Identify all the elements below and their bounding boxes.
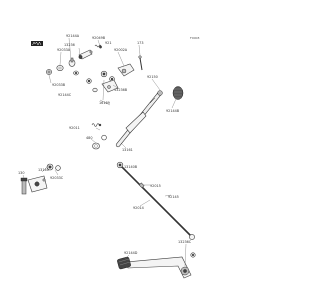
- shaft-knob-top: [172, 86, 184, 100]
- label-130: 130: [18, 171, 24, 175]
- label-13236: 13236: [64, 43, 75, 47]
- label-92011: 92011: [69, 126, 80, 130]
- pivot-block: [27, 175, 48, 193]
- label-92033c: 92033C: [50, 176, 64, 180]
- label-92144b: 92144B: [166, 109, 180, 113]
- collar-left: [73, 70, 79, 76]
- bolt-left: [20, 177, 28, 195]
- label-92145: 92145: [168, 195, 179, 199]
- label-92144a: 92144A: [66, 34, 80, 38]
- label-92150: 92150: [147, 75, 158, 79]
- label-92144c: 92144C: [58, 93, 72, 97]
- label-92014: 92014: [133, 206, 144, 210]
- label-13140: 13140: [38, 168, 49, 172]
- label-173: 173: [137, 41, 143, 45]
- label-92144d: 92144D: [124, 251, 138, 255]
- label-13140b: 13140B: [124, 165, 138, 169]
- diagram-ref-code: F0008: [190, 36, 199, 40]
- part-labels: 92144A 13236 92033A 92049B 921 173 92002…: [18, 34, 192, 255]
- label-921: 921: [105, 41, 111, 45]
- cam-plate: [117, 63, 135, 77]
- tie-rod: [116, 161, 195, 240]
- pin-upper-right: [138, 55, 143, 71]
- label-13236c: 13236C: [178, 240, 192, 244]
- label-13161: 13161: [122, 148, 133, 152]
- shift-pedal-arm: [125, 256, 192, 279]
- lever-upper: [78, 49, 93, 60]
- pedal-rubber: [117, 256, 131, 270]
- label-92033b: 92033B: [52, 83, 66, 87]
- leader-lines: [22, 37, 187, 267]
- roller-set: [100, 70, 115, 82]
- label-16169: 16169: [99, 101, 110, 105]
- oil-seal: [92, 142, 100, 150]
- circlip-mid: [101, 134, 107, 141]
- bolt-upper: [68, 57, 76, 67]
- small-nut-left: [86, 78, 92, 84]
- spring-upper: [94, 44, 102, 49]
- small-washer-left: [92, 87, 98, 93]
- label-92049b: 92049B: [92, 36, 106, 40]
- label-92015: 92015: [150, 184, 161, 188]
- ball-joint-left: [46, 163, 61, 171]
- label-480: 480: [86, 136, 92, 140]
- label-92033a: 92033A: [57, 48, 71, 52]
- pedal-pivot-bolt: [190, 252, 196, 258]
- kawasaki-logo: [31, 41, 43, 46]
- spring-mid: [91, 123, 102, 127]
- nut-upper-left: [46, 69, 52, 75]
- washer-upper: [56, 65, 64, 71]
- shift-shaft: [115, 90, 163, 148]
- rod-nut: [138, 182, 145, 189]
- ratchet-plate: [101, 79, 119, 93]
- exploded-parts-diagram: F0008: [18, 34, 199, 279]
- label-92002a: 92002A: [114, 48, 128, 52]
- label-13236b: 13236B: [114, 88, 128, 92]
